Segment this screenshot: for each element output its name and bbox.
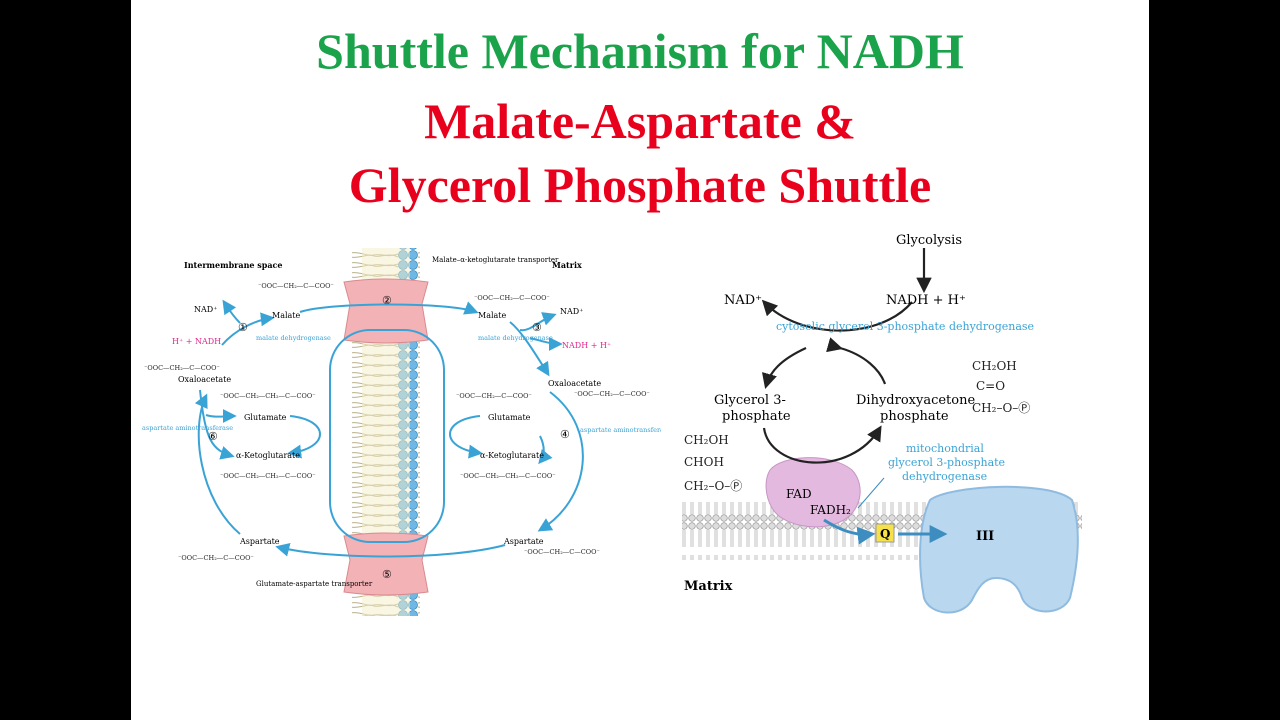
- svg-text:⁻OOC—CH₂—CH₂—C—COO⁻: ⁻OOC—CH₂—CH₂—C—COO⁻: [460, 472, 556, 480]
- aspartate-right: Aspartate: [503, 537, 544, 546]
- svg-text:⁻OOC—CH₂—CH₂—C—COO⁻: ⁻OOC—CH₂—CH₂—C—COO⁻: [220, 472, 316, 480]
- transporter-bottom-label: Glutamate-aspartate transporter: [256, 580, 373, 588]
- transporter-top-label: Malate–α-ketoglutarate transporter: [432, 256, 559, 264]
- intermembrane-label: Intermembrane space: [184, 260, 283, 270]
- transporter-bottom: [343, 532, 429, 596]
- h-nadh-left: H⁺ + NADH: [172, 337, 221, 346]
- complex-iii-label: III: [976, 529, 994, 544]
- q-box: [875, 523, 895, 543]
- step-2: ②: [382, 294, 392, 307]
- svg-text:CH₂–O–Ⓟ: CH₂–O–Ⓟ: [684, 479, 742, 493]
- mito-enzyme-label-3: dehydrogenase: [902, 470, 987, 483]
- chemical-structures-right: CH₂OH C=O CH₂–O–Ⓟ CH₂OH CHOH CH₂–O–Ⓟ: [684, 359, 1030, 493]
- malate-right: Malate: [478, 311, 507, 320]
- malate-aspartate-diagram: Intermembrane space Matrix Malate–α-keto…: [142, 248, 661, 616]
- nad-plus-label: NAD⁺: [724, 293, 762, 308]
- aat-left: aspartate aminotransferase: [142, 424, 233, 432]
- g3p-label-1: Glycerol 3-: [714, 393, 786, 408]
- matrix-label-right: Matrix: [684, 579, 733, 594]
- glutamate-left: Glutamate: [244, 413, 287, 422]
- oxaloacetate-left: Oxaloacetate: [178, 375, 231, 384]
- svg-text:⁻OOC—CH₂—C—COO⁻: ⁻OOC—CH₂—C—COO⁻: [524, 548, 600, 556]
- mito-enzyme-label-1: mitochondrial: [906, 442, 984, 455]
- nadh-h-right: NADH + H⁺: [562, 341, 611, 350]
- nad-left: NAD⁺: [194, 305, 217, 314]
- glutamate-right: Glutamate: [488, 413, 531, 422]
- title-line-1: Shuttle Mechanism for NADH: [316, 23, 964, 79]
- step-5: ⑤: [382, 568, 392, 581]
- glycerol-phosphate-diagram: Glycolysis NAD⁺ NADH + H⁺ cytosolic glyc…: [682, 233, 1082, 614]
- slide-background: [131, 0, 1149, 720]
- svg-text:CH₂–O–Ⓟ: CH₂–O–Ⓟ: [972, 401, 1030, 415]
- matrix-label-left: Matrix: [552, 260, 582, 270]
- mito-gpdh-enzyme: [765, 457, 861, 528]
- dhap-label-2: phosphate: [880, 409, 949, 424]
- svg-text:⁻OOC—CH₂—C—COO⁻: ⁻OOC—CH₂—C—COO⁻: [144, 364, 220, 372]
- title-line-2: Malate-Aspartate &: [424, 93, 856, 149]
- malate-dh-left: malate dehydrogenase: [256, 334, 331, 342]
- svg-text:⁻OOC—CH₂—C—COO⁻: ⁻OOC—CH₂—C—COO⁻: [456, 392, 532, 400]
- svg-text:⁻OOC—CH₂—C—COO⁻: ⁻OOC—CH₂—C—COO⁻: [178, 554, 254, 562]
- svg-text:C=O: C=O: [976, 379, 1005, 393]
- g3p-label-2: phosphate: [722, 409, 791, 424]
- chemical-structures: ⁻OOC—CH₂—C—COO⁻ ⁻OOC—CH₂—C—COO⁻ ⁻OOC—CH₂…: [144, 282, 650, 562]
- cytosolic-enzyme-label: cytosolic glycerol 3-phosphate dehydroge…: [776, 320, 1034, 333]
- complex-iii: [919, 485, 1079, 614]
- svg-text:⁻OOC—CH₂—C—COO⁻: ⁻OOC—CH₂—C—COO⁻: [474, 294, 550, 302]
- nad-right: NAD⁺: [560, 307, 583, 316]
- akg-right: α-Ketoglutarate: [480, 451, 544, 460]
- transporter-top: [343, 278, 429, 344]
- malate-left: Malate: [272, 311, 301, 320]
- nadh-h-label: NADH + H⁺: [886, 293, 966, 308]
- aspartate-left: Aspartate: [239, 537, 280, 546]
- svg-text:⁻OOC—CH₂—C—COO⁻: ⁻OOC—CH₂—C—COO⁻: [258, 282, 334, 290]
- q-label: Q: [880, 527, 890, 541]
- dhap-label-1: Dihydroxyacetone: [856, 393, 975, 408]
- akg-left: α-Ketoglutarate: [236, 451, 300, 460]
- svg-text:⁻OOC—CH₂—CH₂—C—COO⁻: ⁻OOC—CH₂—CH₂—C—COO⁻: [220, 392, 316, 400]
- fadh2-label: FADH₂: [810, 503, 851, 517]
- glycolysis-label: Glycolysis: [896, 233, 962, 248]
- title-line-3: Glycerol Phosphate Shuttle: [348, 157, 932, 213]
- step-1: ①: [238, 321, 248, 334]
- step-6: ⑥: [208, 430, 218, 443]
- fad-label: FAD: [786, 487, 812, 501]
- svg-text:CHOH: CHOH: [684, 455, 724, 469]
- step-3: ③: [532, 321, 542, 334]
- svg-text:CH₂OH: CH₂OH: [684, 433, 729, 447]
- mito-enzyme-label-2: glycerol 3-phosphate: [888, 456, 1005, 469]
- malate-dh-right: malate dehydrogenase: [478, 334, 553, 342]
- aat-right: aspartate aminotransferase: [580, 426, 661, 434]
- step-4: ④: [560, 428, 570, 441]
- svg-text:CH₂OH: CH₂OH: [972, 359, 1017, 373]
- svg-text:⁻OOC—CH₂—C—COO⁻: ⁻OOC—CH₂—C—COO⁻: [574, 390, 650, 398]
- oxaloacetate-right: Oxaloacetate: [548, 379, 601, 388]
